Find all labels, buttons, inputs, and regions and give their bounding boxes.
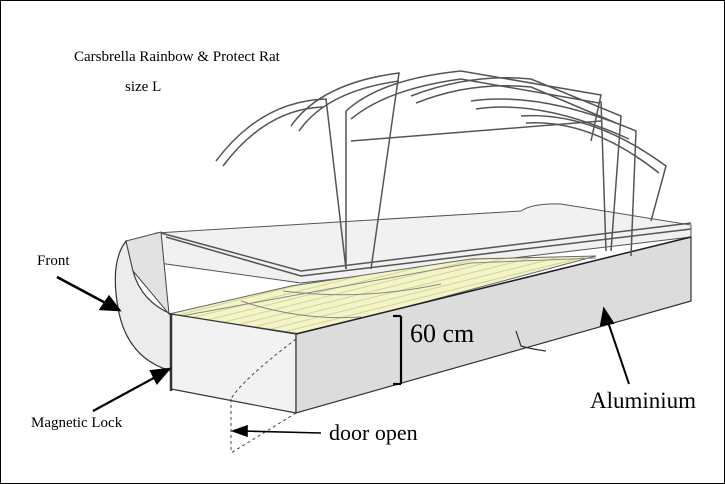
height-bracket [393, 314, 403, 386]
floor-strips [175, 257, 597, 319]
inner-wall [155, 203, 692, 284]
size-label: size L [125, 79, 162, 95]
front-label: Front [37, 253, 70, 269]
rounded-front-wall [114, 239, 172, 372]
aluminium-label: Aluminium [590, 388, 697, 413]
height-label: 60 cm [410, 319, 475, 348]
page-title: Carsbrella Rainbow & Protect Rat [74, 49, 280, 65]
door-open-swing [230, 338, 297, 454]
rim-left [125, 231, 170, 316]
arrow-door-open [230, 424, 322, 438]
arrow-front [56, 275, 122, 312]
door-open-label: door open [329, 420, 418, 445]
magnetic-lock-label: Magnetic Lock [31, 415, 123, 431]
arrow-magnetic-lock [92, 367, 172, 412]
arrow-aluminium [599, 306, 630, 385]
arch-frame [160, 70, 692, 277]
handle [515, 330, 547, 352]
